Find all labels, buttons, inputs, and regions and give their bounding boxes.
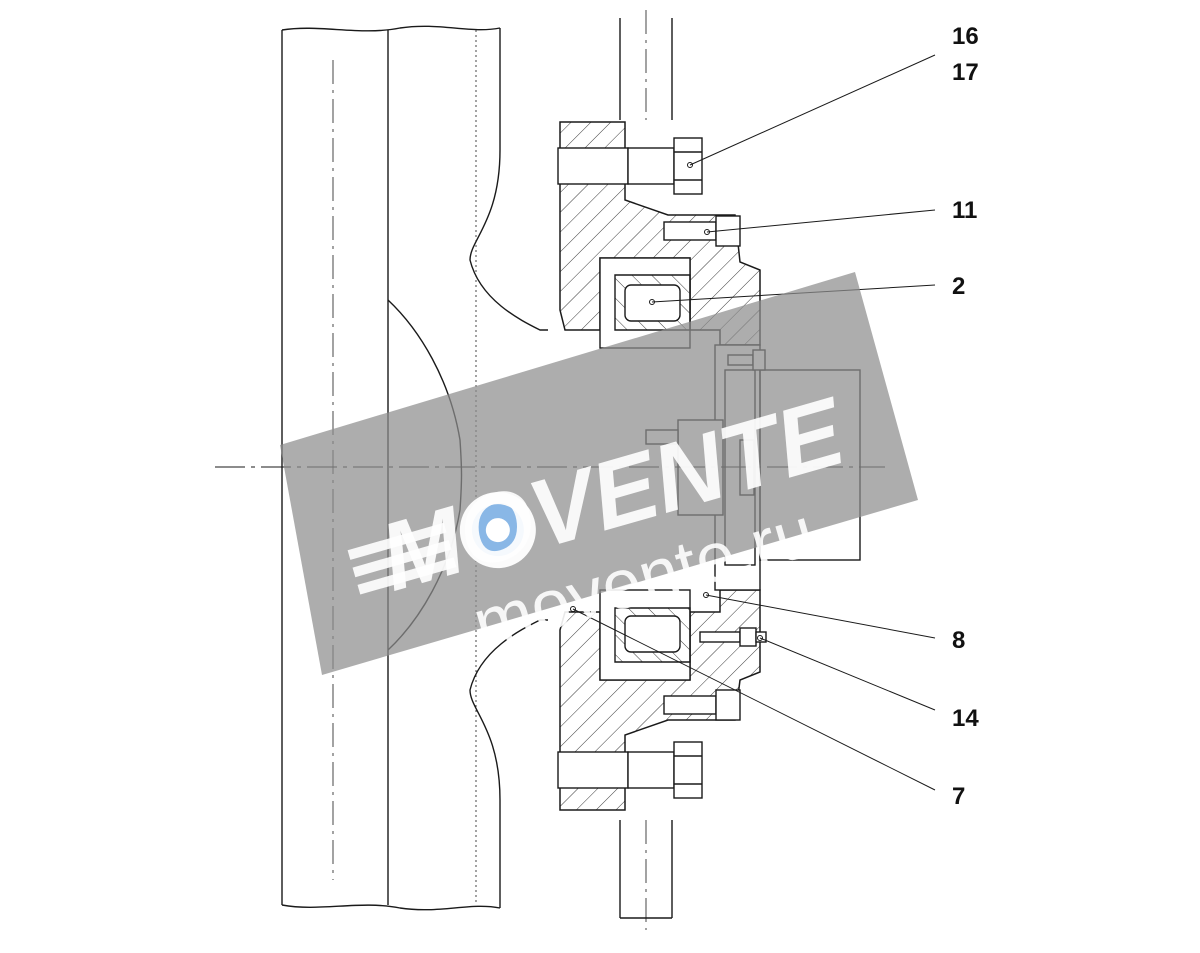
bolt-lower-large [673,741,703,799]
grease-fitting [699,627,767,647]
callout-14: 14 [952,705,979,732]
bearing-lower [599,589,691,681]
callout-16: 16 [952,23,979,50]
watermark-panel [280,272,918,675]
bearing-housing-lower [557,589,761,811]
callout-17: 17 [952,59,979,86]
watermark: MOVENTE movente.ru [280,272,918,675]
bolt-lower-small [663,689,741,721]
callout-2: 2 [952,273,965,300]
frame-plate [619,10,673,930]
callout-7: 7 [952,783,965,810]
shaft-body [281,25,548,911]
callout-11: 11 [952,197,977,224]
watermark-logo-icon [347,492,536,595]
callout-8: 8 [952,627,965,654]
bearing-housing-upper [557,121,761,346]
